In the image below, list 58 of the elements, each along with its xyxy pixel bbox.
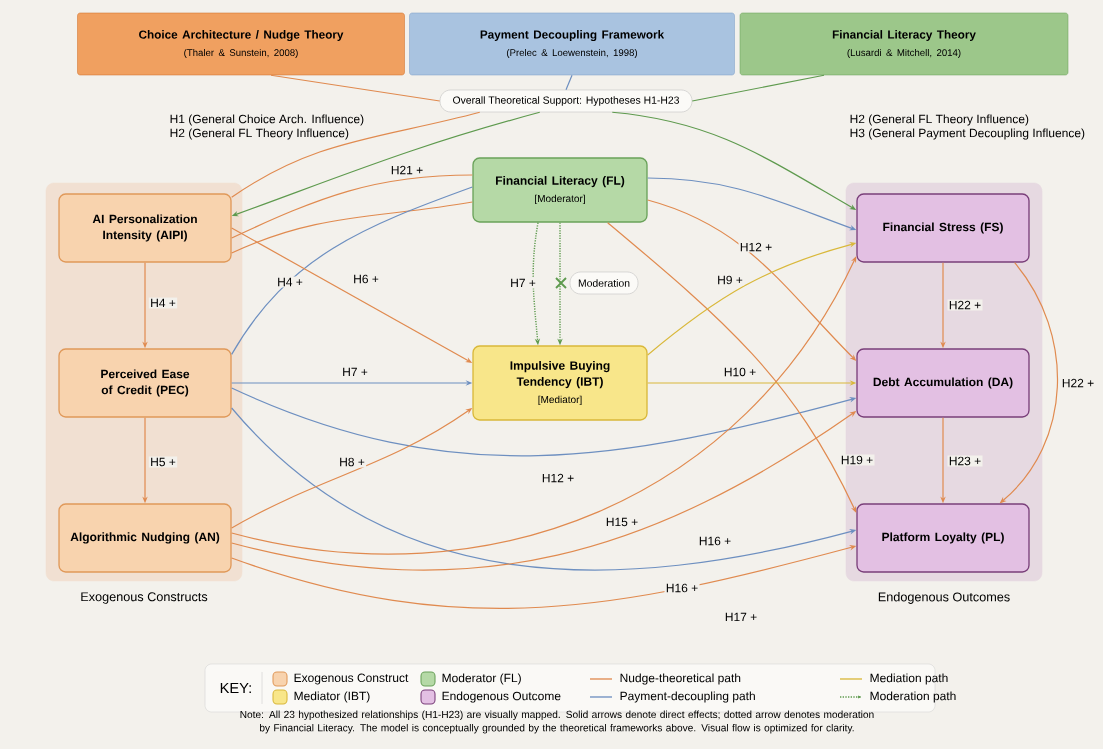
edge-label: H7 + (340, 366, 370, 378)
legend-text: Nudge-theoretical path (620, 673, 741, 685)
edge-label: H8 + (337, 456, 367, 468)
hypothesis-note: H1 (General Choice Arch. Influence) (170, 114, 364, 126)
connector-line (231, 201, 473, 254)
connector-line (270, 74, 441, 102)
hypothesis-note: H2 (General FL Theory Influence) (170, 128, 349, 140)
construct-box: Platform Loyalty (PL) (856, 503, 1030, 573)
connector-line (231, 186, 473, 355)
note-pill: Overall Theoretical Support: Hypotheses H1-H23 (439, 89, 693, 113)
construct-box: Impulsive Buying Tendency (IBT) [Mediator] (472, 345, 648, 421)
connector-line (691, 74, 825, 102)
legend-text: Mediation path (870, 673, 948, 685)
connector-line (565, 74, 573, 91)
group-heading: Endogenous Outcomes (878, 592, 1010, 604)
legend-text: Payment-decoupling path (620, 691, 755, 703)
legend-text: Moderator (FL) (442, 673, 521, 685)
edge-label: H12 + (540, 472, 576, 484)
group-heading: Exogenous Constructs (81, 592, 208, 604)
edge-label: H4 + (148, 297, 178, 309)
construct-box: Financial Stress (FS) (856, 193, 1030, 263)
construct-box: AI Personalization Intensity (AIPI) (58, 193, 232, 263)
construct-box: Perceived Ease of Credit (PEC) (58, 348, 232, 418)
edge-label: H4 + (275, 276, 305, 288)
legend-heading: KEY: (220, 682, 251, 694)
edge-label: H15 + (604, 516, 640, 528)
arrow (231, 256, 857, 554)
edge-label: H10 + (722, 366, 758, 378)
edge-label: H22 + (947, 299, 983, 311)
note-pill: Moderation (569, 271, 639, 295)
theory-banner: Choice Architecture / Nudge Theory (Thaler & Sunstein, 2008) (77, 12, 405, 76)
construct-box: Financial Literacy (FL) [Moderator] (472, 157, 648, 223)
edge-label: H9 + (715, 274, 745, 286)
legend-text: Moderation path (870, 691, 956, 703)
edge-label: H22 + (1060, 377, 1096, 389)
edge-label: H16 + (697, 535, 733, 547)
legend-text: Exogenous Construct (294, 673, 409, 685)
hypothesis-note: H2 (General FL Theory Influence) (850, 114, 1029, 126)
caption: Note: All 23 hypothesized relationships (H1-H23) are visually mapped. Solid arrows denote direct effects; dotted arrow denotes moderation by Financial Literacy. The model is conceptually grounded by the theoretical frameworks above. Visual flow is optimized for clarity. (240, 710, 874, 734)
construct-box: Debt Accumulation (DA) (856, 348, 1030, 418)
theory-banner: Financial Literacy Theory (Lusardi & Mitchell, 2014) (739, 12, 1069, 76)
edge-label: H12 + (738, 241, 774, 253)
edge-label: H17 + (723, 611, 759, 623)
edge-label: H21 + (389, 164, 425, 176)
edge-label: H7 + (508, 277, 538, 289)
connector-line (231, 174, 473, 239)
edge-label: H19 + (839, 454, 875, 466)
edge-label: H6 + (351, 273, 381, 285)
legend-text: Endogenous Outcome (442, 691, 561, 703)
arrow (607, 222, 857, 513)
edge-label: H5 + (148, 456, 178, 468)
connector-line (231, 111, 481, 198)
hypothesis-note: H3 (General Payment Decoupling Influence) (850, 128, 1085, 140)
theory-banner: Payment Decoupling Framework (Prelec & Loewenstein, 1998) (409, 12, 735, 76)
edge-label: H23 + (947, 455, 983, 467)
edge-label: H16 + (664, 582, 700, 594)
legend-text: Mediator (IBT) (294, 691, 370, 703)
construct-box: Algorithmic Nudging (AN) (58, 503, 232, 573)
